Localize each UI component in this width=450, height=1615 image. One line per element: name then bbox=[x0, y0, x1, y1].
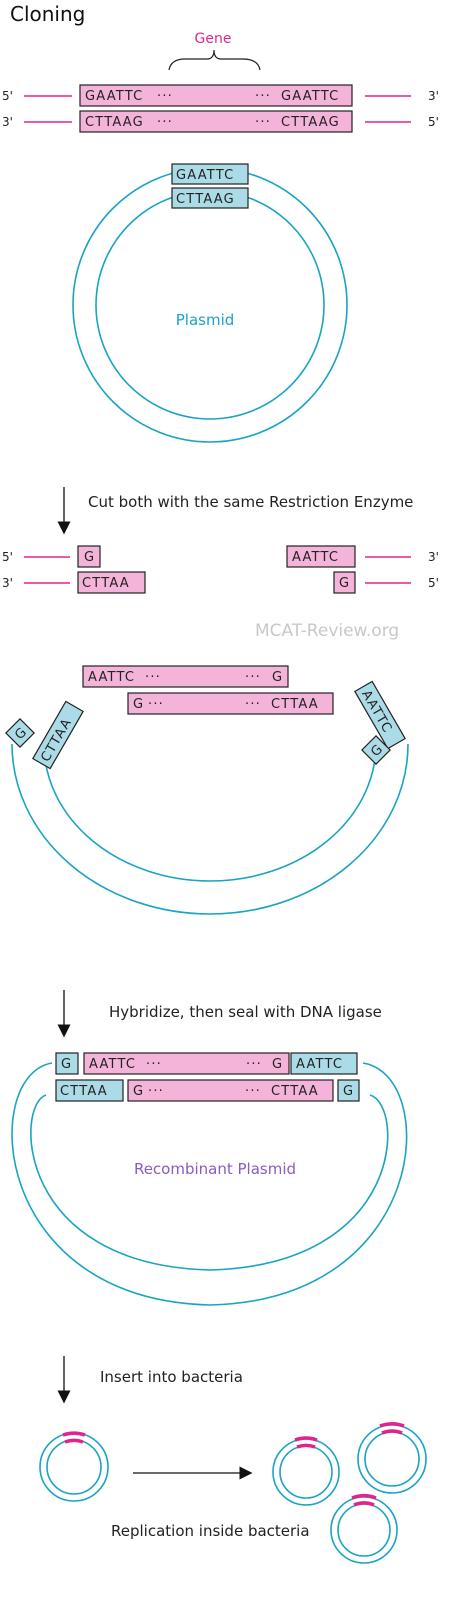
sequence-label: CTTAA bbox=[60, 1084, 108, 1099]
sequence-label: G bbox=[84, 550, 95, 565]
ellipsis: ··· bbox=[146, 1057, 162, 1072]
watermark: MCAT-Review.org bbox=[255, 621, 399, 641]
ellipsis: ··· bbox=[145, 670, 161, 685]
opened-plasmid: G CTTAA AATTC G bbox=[5, 680, 409, 915]
five-prime-end: 5' bbox=[2, 89, 13, 103]
sequence-label: CTTAA bbox=[271, 1084, 319, 1099]
three-prime-end: 3' bbox=[2, 576, 13, 590]
replicated-plasmid bbox=[330, 1493, 398, 1564]
ellipsis: ··· bbox=[255, 89, 271, 104]
sequence-label: G bbox=[133, 697, 144, 712]
sequence-label: G bbox=[343, 1084, 354, 1099]
sequence-label: GAATTC bbox=[176, 168, 234, 183]
five-prime-end: 5' bbox=[428, 115, 439, 129]
ellipsis: ··· bbox=[157, 89, 173, 104]
page-title: Cloning bbox=[10, 2, 85, 26]
plasmid-inner-ring bbox=[95, 190, 325, 420]
sequence-label: AATTC bbox=[292, 550, 339, 565]
sequence-label: G bbox=[272, 670, 283, 685]
sequence-label: CTTAAG bbox=[85, 115, 144, 130]
three-prime-end: 3' bbox=[428, 89, 439, 103]
gene-label: Gene bbox=[195, 31, 232, 47]
sequence-label: G bbox=[133, 1084, 144, 1099]
plasmid-outer-ring bbox=[11, 743, 409, 915]
plasmid-inner-ring bbox=[43, 743, 377, 882]
five-prime-end: 5' bbox=[428, 576, 439, 590]
replicated-plasmid bbox=[357, 1422, 427, 1494]
ellipsis: ··· bbox=[148, 1084, 164, 1099]
sequence-label: CTTAAG bbox=[176, 192, 235, 207]
ellipsis: ··· bbox=[246, 1057, 262, 1072]
sequence-label: AATTC bbox=[89, 1057, 136, 1072]
plasmid-label: Plasmid bbox=[176, 311, 235, 329]
cut-fragment-right: AATTC 3' G 5' bbox=[286, 545, 439, 594]
ellipsis: ··· bbox=[148, 697, 164, 712]
gene-dna-top-strand: 5' GAATTC ··· ··· GAATTC 3' bbox=[2, 84, 439, 107]
ellipsis: ··· bbox=[245, 1084, 261, 1099]
recombinant-plasmid: G AATTC ··· ··· G AATTC CTTAA G ··· ··· … bbox=[11, 1052, 408, 1306]
cut-gene-fragment: AATTC ··· ··· G G ··· ··· CTTAA bbox=[82, 665, 334, 715]
step-cut-label: Cut both with the same Restriction Enzym… bbox=[88, 493, 413, 511]
gene-dna-bottom-strand: 3' CTTAAG ··· ··· CTTAAG 5' bbox=[2, 110, 439, 133]
recombinant-label: Recombinant Plasmid bbox=[134, 1160, 296, 1178]
plasmid-outer-ring bbox=[11, 1062, 408, 1306]
five-prime-end: 5' bbox=[2, 550, 13, 564]
step-replicate-label: Replication inside bacteria bbox=[111, 1522, 310, 1540]
sequence-label: CTTAAG bbox=[281, 115, 340, 130]
step-insert-label: Insert into bacteria bbox=[100, 1368, 243, 1386]
sequence-label: GAATTC bbox=[85, 89, 143, 104]
sequence-label: GAATTC bbox=[281, 89, 339, 104]
plasmid-outer-ring bbox=[72, 167, 348, 443]
recombinant-plasmid-small bbox=[39, 1431, 109, 1502]
gene-brace bbox=[168, 49, 261, 71]
step-hybridize-label: Hybridize, then seal with DNA ligase bbox=[109, 1003, 382, 1021]
sequence-label: CTTAA bbox=[271, 697, 319, 712]
sequence-label: AATTC bbox=[296, 1057, 343, 1072]
sequence-label: AATTC bbox=[88, 670, 135, 685]
three-prime-end: 3' bbox=[2, 115, 13, 129]
sequence-label: CTTAA bbox=[82, 576, 130, 591]
sequence-label: G bbox=[339, 576, 350, 591]
replicated-plasmid bbox=[272, 1436, 340, 1506]
plasmid: GAATTC CTTAAG Plasmid bbox=[72, 163, 348, 443]
sequence-label: G bbox=[272, 1057, 283, 1072]
plasmid-inner-ring bbox=[30, 1094, 389, 1271]
ellipsis: ··· bbox=[157, 115, 173, 130]
three-prime-end: 3' bbox=[428, 550, 439, 564]
ellipsis: ··· bbox=[245, 697, 261, 712]
ellipsis: ··· bbox=[245, 670, 261, 685]
sequence-label: G bbox=[61, 1057, 72, 1072]
ellipsis: ··· bbox=[255, 115, 271, 130]
cut-fragment-left: 5' G 3' CTTAA bbox=[2, 545, 146, 594]
